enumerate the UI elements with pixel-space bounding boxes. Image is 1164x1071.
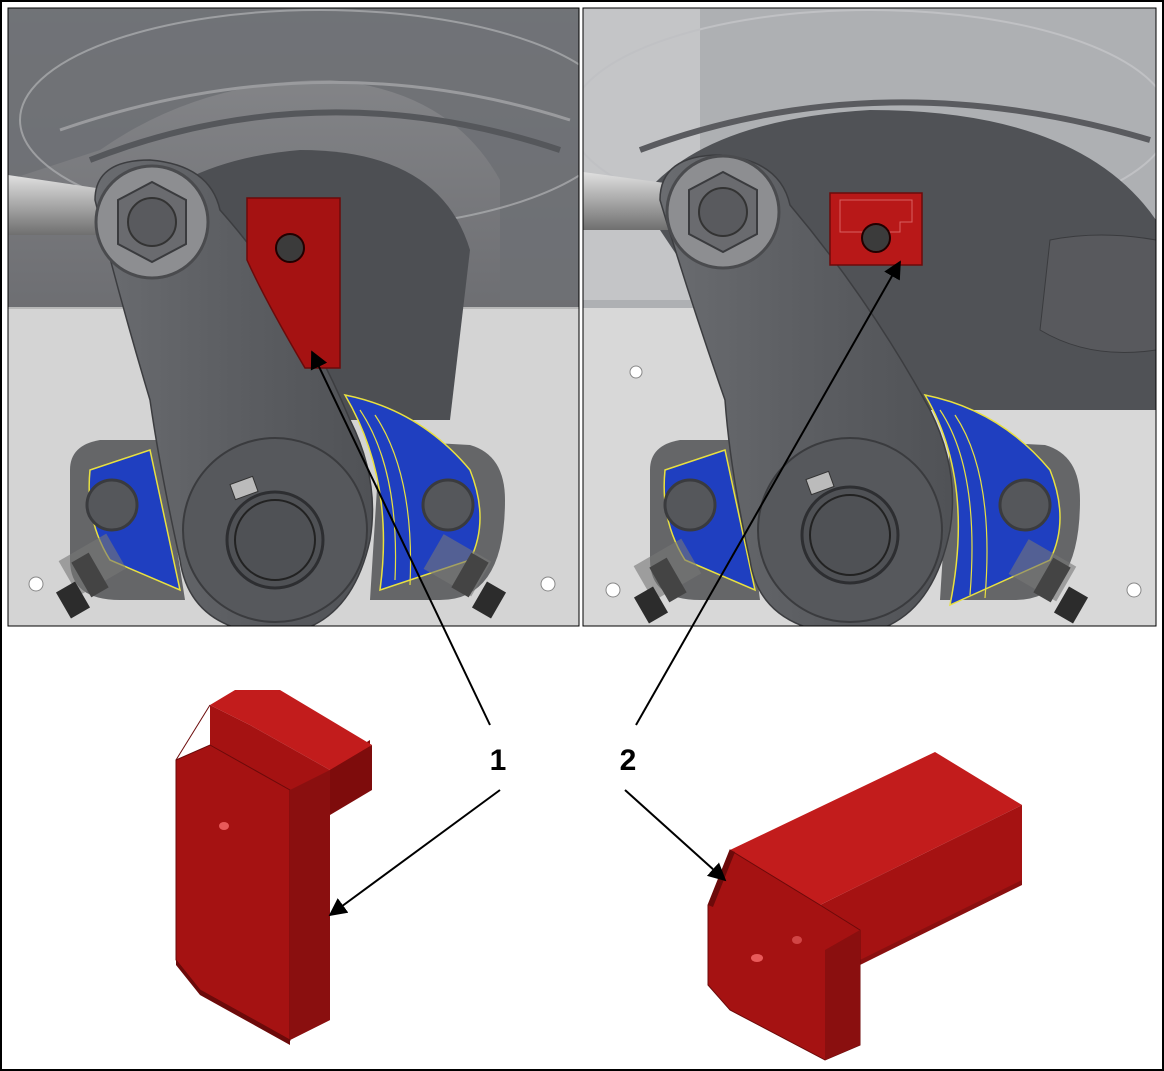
tie-rod bbox=[8, 175, 110, 235]
callout-arrows bbox=[310, 260, 901, 917]
adjuster-bolt-right-2 bbox=[1008, 539, 1089, 624]
arrow-icon bbox=[328, 789, 501, 917]
arrow-icon bbox=[310, 350, 491, 726]
callout-label-2: 2 bbox=[620, 744, 637, 777]
callout-label-1: 1 bbox=[490, 744, 507, 777]
left-photo-panel bbox=[7, 7, 580, 627]
tie-rod-right bbox=[583, 172, 680, 230]
right-photo-panel bbox=[582, 7, 1157, 627]
adjuster-bolt-right bbox=[423, 534, 507, 619]
part-2-3d-block bbox=[707, 752, 1022, 1061]
arrow-icon bbox=[635, 260, 901, 726]
adjuster-bolt-left-2 bbox=[633, 538, 702, 624]
adjuster-bolt-left bbox=[55, 533, 127, 619]
part-1-3d-block bbox=[175, 690, 372, 1045]
arrow-icon bbox=[624, 789, 727, 882]
stop-block-installed-1 bbox=[246, 197, 341, 369]
